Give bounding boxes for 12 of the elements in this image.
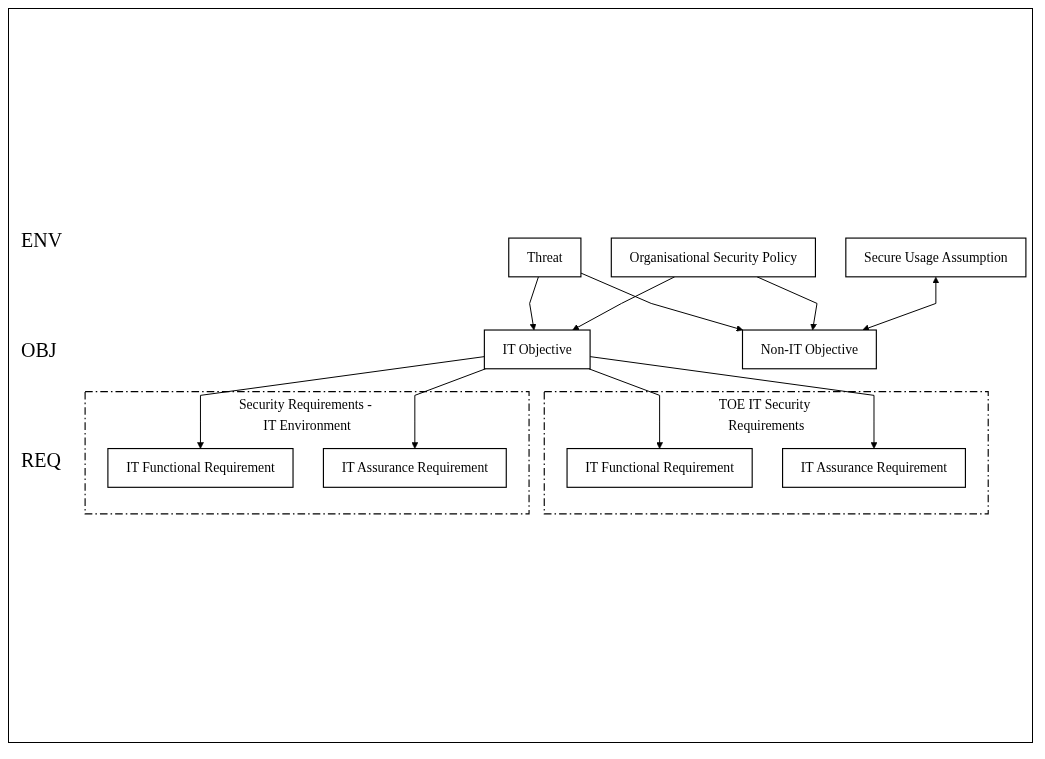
node-box: Organisational Security Policy [610,237,816,277]
node-box: IT Functional Requirement [107,447,294,488]
row-label: OBJ [21,339,57,362]
node-box: IT Assurance Requirement [322,447,507,488]
node-box: Secure Usage Assumption [845,237,1027,277]
node-box: IT Functional Requirement [566,447,753,488]
node-box: Threat [508,237,582,277]
row-label: REQ [21,449,61,472]
node-box: Non-IT Objective [741,328,877,369]
node-box: IT Objective [483,328,591,369]
node-box: IT Assurance Requirement [782,447,966,488]
row-label: ENV [21,229,63,252]
